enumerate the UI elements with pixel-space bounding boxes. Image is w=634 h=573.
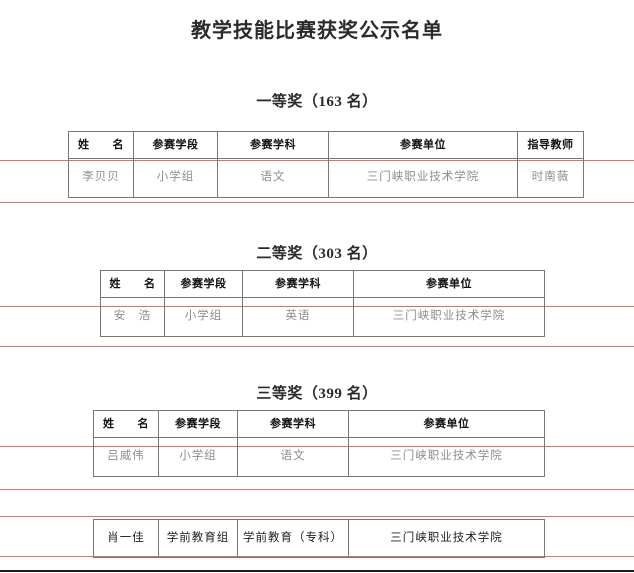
table-header-row: 姓 名 参赛学段 参赛学科 参赛单位 [93,410,545,438]
column-header-unit: 参赛单位 [328,131,518,159]
section-heading-second-prize: 二等奖（303 名） [256,246,378,262]
column-header-stage: 参赛学段 [164,270,243,298]
cell-subject: 语文 [237,437,349,477]
column-header-name: 姓 名 [100,270,165,298]
column-header-subject: 参赛学科 [237,410,349,438]
cell-name: 吕威伟 [93,437,159,477]
column-header-unit: 参赛单位 [353,270,545,298]
cell-subject: 英语 [242,297,354,337]
table-first-prize: 姓 名 参赛学段 参赛学科 参赛单位 指导教师 李贝贝 小学组 语文 三门峡职业… [68,131,584,198]
table-row: 肖一佳 学前教育组 学前教育（专科） 三门峡职业技术学院 [93,519,545,558]
column-header-subject: 参赛学科 [217,131,329,159]
column-header-mentor: 指导教师 [517,131,584,159]
table-row: 安 浩 小学组 英语 三门峡职业技术学院 [100,297,545,337]
cell-unit: 三门峡职业技术学院 [353,297,545,337]
cell-unit: 三门峡职业技术学院 [328,158,518,198]
column-header-name: 姓 名 [93,410,159,438]
table-second-prize: 姓 名 参赛学段 参赛学科 参赛单位 安 浩 小学组 英语 三门峡职业技术学院 [100,270,545,337]
column-header-unit: 参赛单位 [348,410,545,438]
red-rule [0,516,634,517]
section-heading-first-prize: 一等奖（163 名） [256,94,378,110]
table-row: 李贝贝 小学组 语文 三门峡职业技术学院 时南薇 [68,158,584,198]
cell-name: 安 浩 [100,297,165,337]
cell-mentor: 时南薇 [517,158,584,198]
column-header-subject: 参赛学科 [242,270,354,298]
table-continuation: 肖一佳 学前教育组 学前教育（专科） 三门峡职业技术学院 [93,519,545,558]
column-header-name: 姓 名 [68,131,134,159]
page-bottom-rule [0,570,634,572]
cell-subject: 学前教育（专科） [237,519,349,558]
section-heading-third-prize: 三等奖（399 名） [256,386,378,402]
table-third-prize: 姓 名 参赛学段 参赛学科 参赛单位 吕威伟 小学组 语文 三门峡职业技术学院 [93,410,545,477]
cell-stage: 小学组 [164,297,243,337]
red-rule [0,202,634,203]
cell-unit: 三门峡职业技术学院 [348,519,545,558]
column-header-stage: 参赛学段 [158,410,238,438]
cell-stage: 小学组 [158,437,238,477]
cell-unit: 三门峡职业技术学院 [348,437,545,477]
table-row: 吕威伟 小学组 语文 三门峡职业技术学院 [93,437,545,477]
table-header-row: 姓 名 参赛学段 参赛学科 参赛单位 [100,270,545,298]
red-rule [0,346,634,347]
column-header-stage: 参赛学段 [133,131,218,159]
cell-subject: 语文 [217,158,329,198]
cell-stage: 小学组 [133,158,218,198]
cell-stage: 学前教育组 [158,519,238,558]
page-title: 教学技能比赛获奖公示名单 [191,20,443,42]
red-rule [0,489,634,490]
cell-name: 李贝贝 [68,158,134,198]
cell-name: 肖一佳 [93,519,159,558]
table-header-row: 姓 名 参赛学段 参赛学科 参赛单位 指导教师 [68,131,584,159]
